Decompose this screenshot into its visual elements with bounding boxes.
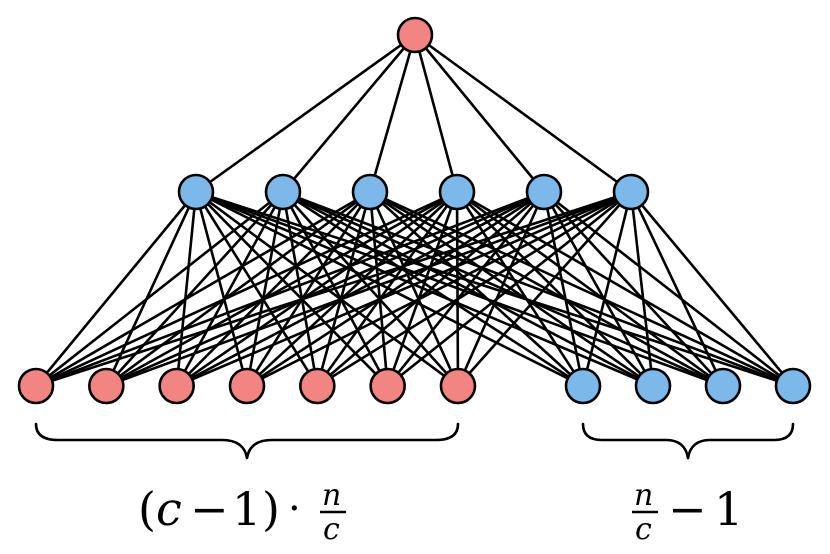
edge-middle-to-bottom	[455, 190, 795, 388]
edge-middle-to-bottom	[281, 190, 585, 388]
edge-middle-to-bottom	[455, 190, 460, 388]
edge-middle-to-bottom	[175, 190, 546, 388]
edge-middle-to-bottom	[245, 190, 546, 388]
edge-middle-to-bottom	[455, 190, 725, 388]
middle-node	[264, 173, 302, 211]
edge-middle-to-bottom	[386, 190, 459, 388]
edge-top-to-middle	[413, 33, 546, 194]
bottom-left-group-node	[88, 367, 125, 405]
edge-middle-to-bottom	[281, 190, 725, 388]
edge-top-to-middle	[281, 33, 417, 194]
middle-node	[438, 173, 476, 211]
right-one: 1	[714, 482, 743, 536]
edge-middle-to-bottom	[175, 190, 459, 388]
top-node	[396, 16, 434, 54]
edge-middle-to-bottom	[34, 190, 633, 388]
edge-middle-to-bottom	[316, 190, 633, 388]
left-frac-denominator: c	[323, 512, 340, 547]
edge-middle-to-bottom	[368, 190, 655, 388]
right-frac-numerator: n	[634, 478, 653, 513]
edge-top-to-middle	[413, 33, 633, 194]
edge-middle-to-bottom	[105, 190, 372, 388]
edge-middle-to-bottom	[386, 190, 633, 388]
edge-middle-to-bottom	[316, 190, 372, 388]
right-minus: −	[668, 482, 707, 536]
bottom-right-group-node	[564, 367, 602, 405]
edge-middle-to-bottom	[455, 190, 655, 388]
edge-top-to-middle	[194, 33, 417, 194]
edge-middle-to-bottom	[629, 190, 795, 388]
right-group-brace	[581, 422, 795, 460]
edge-middle-to-bottom	[34, 190, 198, 388]
right-frac-denominator: c	[635, 512, 652, 547]
left-dot: ·	[288, 486, 301, 532]
bottom-left-group-node	[17, 367, 55, 405]
edge-middle-to-bottom	[105, 190, 459, 388]
bottom-right-group-node	[634, 367, 672, 405]
middle-node	[525, 173, 563, 211]
bottom-left-group-node	[158, 367, 195, 405]
edge-middle-to-bottom	[368, 190, 389, 388]
left-var-c: c	[156, 482, 182, 536]
edge-middle-to-bottom	[455, 190, 585, 388]
bottom-left-group-node	[228, 367, 266, 405]
bottom-right-group-node	[704, 367, 742, 405]
edge-middle-to-bottom	[542, 190, 585, 388]
left-group-brace	[34, 422, 460, 460]
bottom-left-group-node	[439, 367, 477, 405]
edge-middle-to-bottom	[175, 190, 372, 388]
edge-middle-to-bottom	[175, 190, 633, 388]
edge-middle-to-bottom	[194, 190, 585, 388]
left-paren-open: (	[138, 482, 156, 536]
edge-middle-to-bottom	[386, 190, 546, 388]
bottom-left-group-node	[299, 367, 336, 405]
edge-middle-to-bottom	[368, 190, 725, 388]
middle-node	[177, 173, 215, 211]
edge-top-to-middle	[368, 33, 417, 194]
nodes	[17, 16, 812, 405]
edge-middle-to-bottom	[34, 190, 285, 388]
edge-middle-to-bottom	[542, 190, 655, 388]
edge-middle-to-bottom	[245, 190, 459, 388]
bottom-left-group-node	[369, 367, 406, 405]
edge-middle-to-bottom	[368, 190, 795, 388]
edges	[34, 33, 795, 388]
left-minus: −	[190, 482, 229, 536]
edge-top-to-middle	[413, 33, 459, 194]
edge-middle-to-bottom	[629, 190, 655, 388]
edge-middle-to-bottom	[245, 190, 633, 388]
middle-node	[612, 173, 650, 211]
edge-middle-to-bottom	[542, 190, 795, 388]
edge-middle-to-bottom	[629, 190, 725, 388]
edge-middle-to-bottom	[456, 190, 633, 388]
edge-middle-to-bottom	[316, 190, 459, 388]
left-one: 1	[232, 482, 261, 536]
edge-middle-to-bottom	[245, 190, 372, 388]
edge-middle-to-bottom	[34, 190, 372, 388]
edge-middle-to-bottom	[194, 190, 795, 388]
edge-middle-to-bottom	[316, 190, 546, 388]
right-group-label: n c − 1	[632, 478, 743, 547]
edge-middle-to-bottom	[105, 190, 633, 388]
left-frac-numerator: n	[322, 478, 341, 513]
left-paren-close: )	[262, 482, 280, 536]
left-group-label: ( c − 1 ) · n c	[138, 478, 346, 547]
edge-middle-to-bottom	[105, 190, 546, 388]
middle-node	[351, 173, 389, 211]
edge-middle-to-bottom	[581, 190, 633, 388]
bottom-right-group-node	[774, 367, 812, 405]
edge-middle-to-bottom	[542, 190, 725, 388]
edge-middle-to-bottom	[34, 190, 459, 388]
edge-middle-to-bottom	[34, 190, 546, 388]
